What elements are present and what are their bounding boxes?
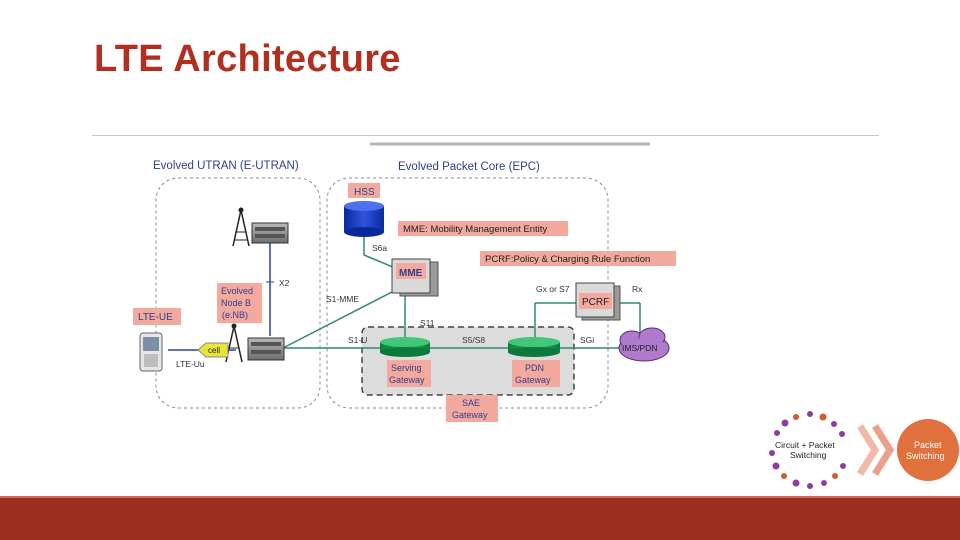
packet-switching-circle	[897, 419, 959, 481]
footer-accent-line	[0, 496, 960, 498]
s6a-label: S6a	[372, 243, 387, 253]
phone-icon	[139, 332, 163, 372]
s1-mme-link	[282, 291, 393, 349]
lte-architecture-diagram: Evolved UTRAN (E-UTRAN) Evolved Packet C…	[133, 142, 676, 422]
hss-label: HSS	[354, 187, 375, 198]
enb-server-icon-lower	[247, 337, 285, 361]
title-divider	[92, 135, 879, 136]
pdn-gateway-node	[508, 337, 560, 357]
pdn-gateway-label-1: PDN	[525, 363, 544, 373]
sgi-label: SGi	[580, 335, 594, 345]
enb-label-3: (e.NB)	[222, 310, 248, 320]
cell-label: cell	[208, 346, 220, 355]
s1-mme-label: S1-MME	[326, 294, 359, 304]
mme-label: MME	[399, 268, 423, 279]
circuit-packet-switching-logo: Circuit + Packet Switching Packet Switch…	[769, 411, 959, 489]
cell-callout	[197, 342, 229, 358]
enb-server-icon	[251, 222, 289, 244]
serving-gateway-label-1: Serving	[391, 363, 422, 373]
dot-ring-icon	[769, 411, 846, 489]
logo-left-text-1: Circuit + Packet	[775, 440, 835, 450]
s5s8-label: S5/S8	[462, 335, 485, 345]
s11-label: S11	[420, 318, 435, 328]
ims-pdn-cloud	[618, 327, 670, 362]
slide-title: LTE Architecture	[94, 38, 401, 80]
ims-pdn-label: IMS/PDN	[622, 343, 657, 353]
lte-uu-label: LTE-Uu	[176, 359, 205, 369]
epc-label: Evolved Packet Core (EPC)	[398, 161, 540, 173]
s1u-label: S1-U	[348, 335, 367, 345]
logo-right-text-1: Packet	[914, 440, 942, 450]
pdn-gateway-label-2: Gateway	[515, 375, 551, 385]
gx-label: Gx or S7	[536, 284, 570, 294]
logo-right-text-2: Switching	[906, 451, 945, 461]
enb-tower-icon	[232, 207, 250, 247]
mme-description: MME: Mobility Management Entity	[403, 224, 547, 235]
serving-gateway-label-2: Gateway	[389, 375, 425, 385]
eutran-region	[155, 177, 321, 409]
pcrf-label: PCRF	[582, 297, 609, 308]
rx-label: Rx	[632, 284, 643, 294]
chevron-arrows-icon	[857, 424, 895, 476]
enb-label-1: Evolved	[221, 286, 253, 296]
footer-bar	[0, 498, 960, 540]
eutran-label: Evolved UTRAN (E-UTRAN)	[153, 160, 299, 172]
sae-gateway-label-1: SAE	[462, 398, 480, 408]
x2-label: X2	[279, 278, 290, 288]
enb-label-2: Node B	[221, 298, 251, 308]
hss-database	[344, 201, 384, 237]
lte-ue-label: LTE-UE	[138, 312, 173, 323]
serving-gateway-node	[380, 337, 430, 357]
logo-left-text-2: Switching	[790, 450, 827, 460]
pcrf-description: PCRF:Policy & Charging Rule Function	[485, 254, 650, 265]
sae-gateway-label-2: Gateway	[452, 410, 488, 420]
